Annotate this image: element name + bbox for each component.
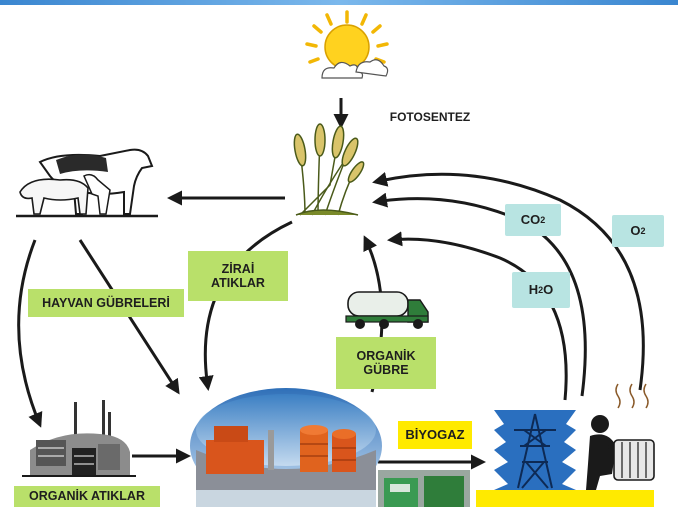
organik-gubre-label: ORGANİK GÜBRE [336, 337, 436, 389]
biogas-equipment-icon [378, 470, 470, 507]
power-tower-icon [494, 410, 576, 490]
o2-subscript: 2 [640, 225, 646, 236]
h2o-h: H [528, 281, 539, 297]
wheat-icon [293, 123, 365, 216]
hayvan-gubreleri-label: HAYVAN GÜBRELERİ [28, 289, 184, 317]
organik-atiklar-label: ORGANİK ATIKLAR [14, 486, 160, 507]
arrow-h2o-return [387, 231, 568, 401]
tanker-truck-icon [345, 291, 429, 329]
person-heater-icon [476, 383, 655, 507]
livestock-icon [16, 148, 158, 218]
zirai-atiklar-label: ZİRAİ ATIKLAR [188, 251, 288, 301]
o2-text: O [630, 222, 641, 238]
h2o-o: O [543, 281, 554, 297]
h2o-subscript: 2 [538, 284, 544, 295]
arrow-o2-return [372, 171, 645, 391]
top-border [0, 0, 678, 5]
factory-icon [22, 400, 136, 477]
arrow-livestock-to-waste [17, 239, 43, 428]
biyogaz-label: BİYOGAZ [398, 421, 472, 449]
co2-subscript: 2 [540, 214, 546, 225]
arrow-wheat-to-biogas [198, 220, 293, 391]
sun-icon [305, 10, 389, 79]
biogas-plant-icon [190, 388, 382, 507]
co2-text: CO [520, 211, 541, 227]
fotosentez-label: FOTOSENTEZ [389, 110, 471, 125]
